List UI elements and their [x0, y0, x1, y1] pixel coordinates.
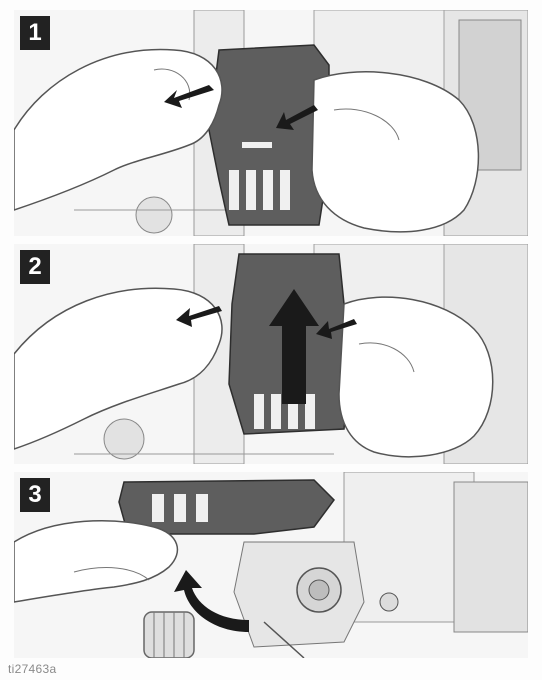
step-2-badge: 2	[20, 250, 50, 284]
step-3-panel: 3	[14, 472, 528, 658]
figure-id-label: ti27463a	[8, 662, 56, 676]
step-3-badge: 3	[20, 478, 50, 512]
step-1-illustration	[14, 10, 528, 236]
step-2-illustration	[14, 244, 528, 464]
right-hand	[312, 72, 478, 232]
step-1-badge: 1	[20, 16, 50, 50]
step-1-panel: 1	[14, 10, 528, 236]
step-2-panel: 2	[14, 244, 528, 464]
step-3-illustration	[14, 472, 528, 658]
